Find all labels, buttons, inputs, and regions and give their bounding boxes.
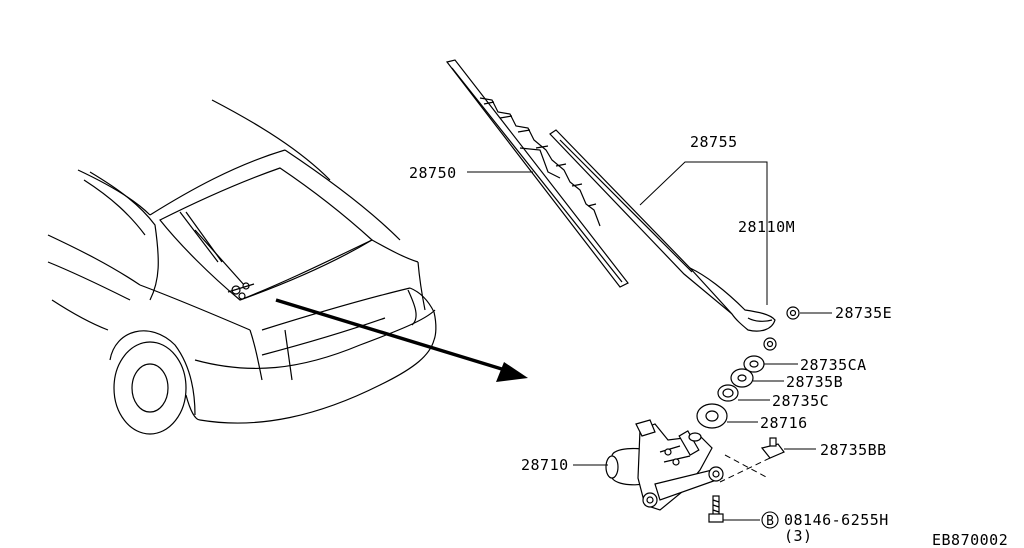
label-28735c: 28735C — [772, 392, 829, 410]
nut-part — [786, 306, 800, 320]
label-bolt-qty: (3) — [784, 527, 813, 545]
label-28716: 28716 — [760, 414, 808, 432]
bushing-c-part — [717, 384, 739, 402]
wiper-blade — [445, 59, 629, 288]
dashed-guide-2 — [724, 454, 769, 479]
label-28710: 28710 — [521, 456, 569, 474]
bolt-marker-circle — [761, 511, 779, 529]
label-28750: 28750 — [409, 164, 457, 182]
washer-small — [763, 337, 777, 351]
label-28755: 28755 — [690, 133, 738, 151]
callout-arrow — [275, 298, 528, 382]
bolt-marker: B — [766, 514, 774, 529]
clip-bb-part — [760, 437, 785, 459]
grommet-part — [696, 403, 728, 429]
wiper-motor — [605, 419, 724, 511]
label-28735b: 28735B — [786, 373, 843, 391]
dashed-guide-1 — [719, 457, 771, 483]
label-08146: 08146-6255H — [784, 511, 889, 529]
label-28110m: 28110M — [738, 218, 795, 236]
washer-ca-part — [743, 355, 765, 373]
label-28735ca: 28735CA — [800, 356, 867, 374]
wiper-arm — [549, 129, 776, 332]
diagram-code: EB870002 — [932, 531, 1008, 548]
leader-28755 — [639, 161, 768, 305]
wiper-pivot-on-car — [227, 282, 255, 300]
label-28735bb: 28735BB — [820, 441, 887, 459]
car-illustration — [47, 99, 437, 435]
label-28735e: 28735E — [835, 304, 892, 322]
seal-b-part — [730, 368, 754, 388]
bolt-part — [708, 495, 724, 523]
